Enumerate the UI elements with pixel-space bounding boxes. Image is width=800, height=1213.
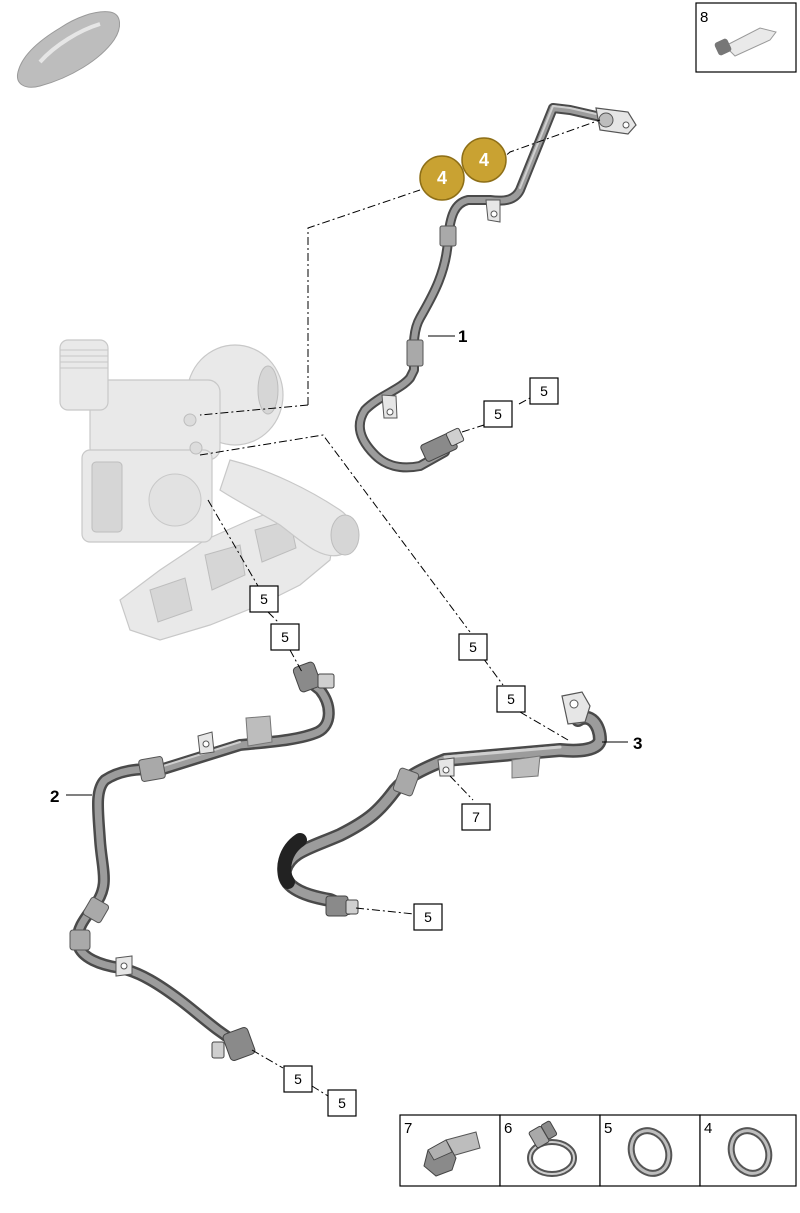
- legend-table: 7 6 5 4: [399, 1114, 797, 1187]
- callout-number: 5: [260, 591, 268, 607]
- pipe-1: [354, 103, 637, 473]
- callout-c10[interactable]: 5: [327, 1089, 357, 1117]
- callout-c5[interactable]: 5: [249, 585, 279, 613]
- callout-number: 5: [424, 909, 432, 925]
- svg-text:4: 4: [437, 168, 447, 188]
- callout-boxes: 5 5 5 5 5 5 7 5 5 5: [249, 377, 559, 1117]
- part-8-box: 8: [695, 2, 797, 73]
- part-label-3: 3: [633, 734, 642, 753]
- gold-badge-a[interactable]: 4: [419, 155, 465, 201]
- callout-c7[interactable]: 7: [461, 803, 491, 831]
- legend-num-2: 5: [604, 1120, 612, 1137]
- callout-box: [496, 685, 526, 713]
- pipe-3: [277, 691, 607, 917]
- legend-num-3: 4: [704, 1120, 712, 1137]
- callout-box: [270, 623, 300, 651]
- callout-c1[interactable]: 5: [529, 377, 559, 405]
- hose-clamp-icon: [527, 1120, 577, 1177]
- callout-number: 5: [338, 1095, 346, 1111]
- bolt-icon: [423, 1131, 481, 1177]
- callout-number: 5: [540, 383, 548, 399]
- turbocharger-assembly: [59, 339, 360, 641]
- callout-c6[interactable]: 5: [270, 623, 300, 651]
- callout-box: [413, 903, 443, 931]
- callout-box: [529, 377, 559, 405]
- callout-c2[interactable]: 5: [483, 400, 513, 428]
- callout-number: 5: [294, 1071, 302, 1087]
- callout-box: [461, 803, 491, 831]
- callout-c9[interactable]: 5: [283, 1065, 313, 1093]
- legend-num-1: 6: [504, 1120, 512, 1137]
- callout-box: [458, 633, 488, 661]
- vehicle-silhouette-icon: [16, 11, 120, 88]
- callout-c8[interactable]: 5: [413, 903, 443, 931]
- callout-number: 5: [281, 629, 289, 645]
- leader-lines: [66, 119, 628, 1097]
- callout-box: [483, 400, 513, 428]
- grease-tube-icon: [714, 27, 777, 57]
- gold-badge-b[interactable]: 4: [461, 137, 507, 183]
- callout-number: 5: [469, 639, 477, 655]
- callout-c3[interactable]: 5: [458, 633, 488, 661]
- callout-box: [283, 1065, 313, 1093]
- callout-c4[interactable]: 5: [496, 685, 526, 713]
- callout-box: [327, 1089, 357, 1117]
- callout-number: 5: [507, 691, 515, 707]
- legend-num-0: 7: [404, 1120, 412, 1137]
- callout-number: 5: [494, 406, 502, 422]
- part-8-number: 8: [700, 9, 708, 26]
- svg-text:4: 4: [479, 150, 489, 170]
- o-ring-icon-4: [727, 1127, 773, 1177]
- pipe-2: [69, 661, 335, 1061]
- part-label-1: 1: [458, 327, 467, 346]
- callout-box: [249, 585, 279, 613]
- part-label-2: 2: [50, 787, 59, 806]
- callout-number: 7: [472, 809, 480, 825]
- o-ring-icon-5: [627, 1127, 673, 1177]
